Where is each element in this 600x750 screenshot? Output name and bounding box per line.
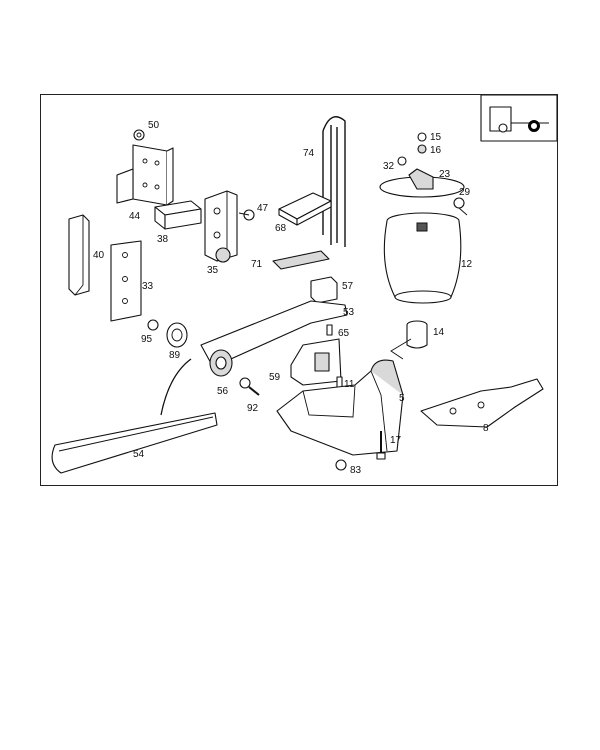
nut-95 <box>147 319 159 331</box>
pin-65 <box>326 324 333 336</box>
block-38 <box>154 200 202 230</box>
part-label-5: 5 <box>399 393 405 404</box>
plate-33 <box>110 240 142 322</box>
support-bracket-5 <box>276 359 404 456</box>
top-plate-23 <box>379 168 465 198</box>
bolt-92 <box>239 377 260 396</box>
shim-71 <box>272 250 330 270</box>
bracket-57 <box>310 276 338 304</box>
part-label-15: 15 <box>430 132 442 143</box>
spacer-14 <box>406 320 428 349</box>
bolt-29 <box>453 197 468 216</box>
nut-15 <box>417 132 427 142</box>
part-label-14: 14 <box>433 327 445 338</box>
part-label-83: 83 <box>350 465 362 476</box>
part-label-8: 8 <box>483 423 489 434</box>
part-label-11: 11 <box>344 379 355 390</box>
clamp-68 <box>278 192 332 226</box>
bolt-17 <box>376 431 386 460</box>
part-label-12: 12 <box>461 259 473 270</box>
part-label-56: 56 <box>217 386 229 397</box>
part-label-95: 95 <box>141 334 153 345</box>
part-label-35: 35 <box>207 265 219 276</box>
part-label-65: 65 <box>338 328 350 339</box>
part-label-53: 53 <box>343 307 355 318</box>
u-bolt-74 <box>322 116 346 247</box>
nut-50 <box>133 129 145 141</box>
part-label-33: 33 <box>142 281 154 292</box>
part-label-74: 74 <box>303 148 315 159</box>
bracket-35 <box>204 190 238 263</box>
bracket-40 <box>68 214 90 296</box>
part-label-57: 57 <box>342 281 354 292</box>
leaf-spring-54 <box>51 412 218 474</box>
bushing-89 <box>166 322 188 348</box>
part-label-92: 92 <box>247 403 259 414</box>
bushing-56 <box>209 349 233 377</box>
air-spring-12 <box>383 212 462 304</box>
part-label-16: 16 <box>430 145 442 156</box>
part-label-40: 40 <box>93 250 105 261</box>
washer-16 <box>417 144 427 154</box>
part-label-17: 17 <box>390 435 402 446</box>
part-label-71: 71 <box>251 259 263 270</box>
part-label-38: 38 <box>157 234 169 245</box>
leader-lines <box>160 338 412 416</box>
part-label-89: 89 <box>169 350 181 361</box>
nut-32 <box>397 156 407 166</box>
nut-83 <box>335 459 347 471</box>
part-label-54: 54 <box>133 449 145 460</box>
part-label-50: 50 <box>148 120 160 131</box>
part-label-59: 59 <box>269 372 281 383</box>
parts-diagram-frame: 50 44 38 35 47 74 68 71 15 16 32 23 29 1… <box>40 94 558 486</box>
part-label-32: 32 <box>383 161 395 172</box>
bracket-8 <box>420 378 544 428</box>
part-label-23: 23 <box>439 169 451 180</box>
part-label-47: 47 <box>257 203 269 214</box>
bolt-47 <box>238 209 255 221</box>
bracket-59 <box>290 338 342 386</box>
part-label-68: 68 <box>275 223 287 234</box>
truck-icon <box>480 95 558 142</box>
exploded-parts-drawing: 50 44 38 35 47 74 68 71 15 16 32 23 29 1… <box>51 95 558 476</box>
bracket-44 <box>116 144 174 206</box>
part-label-29: 29 <box>459 187 471 198</box>
part-label-44: 44 <box>129 211 141 222</box>
